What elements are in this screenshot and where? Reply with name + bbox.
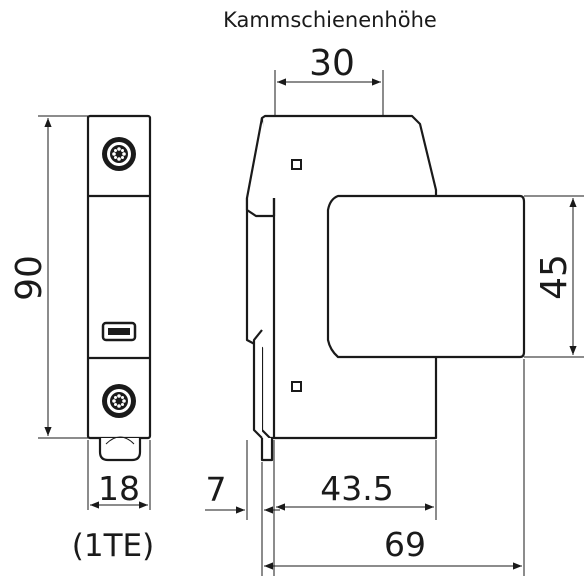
- side-plug-module: [326, 194, 526, 359]
- front-height-dimension: 90: [9, 115, 88, 439]
- front-width-label: 18: [98, 469, 140, 508]
- top-width-dimension: 30: [274, 43, 384, 116]
- rail-clip-tab: [98, 438, 142, 462]
- front-view: [86, 114, 152, 462]
- rail-offset-label: 7: [206, 470, 227, 509]
- total-depth-dimension: 69: [264, 359, 525, 576]
- side-marker-lower: [291, 381, 302, 392]
- header-label: Kammschienenhöhe: [223, 8, 437, 32]
- top-terminal-screw-icon: [102, 137, 136, 171]
- front-width-unit-label: (1TE): [72, 528, 154, 564]
- side-marker-upper: [291, 159, 302, 170]
- module-depth-dimension: 43.5: [273, 440, 437, 576]
- front-width-dimension: 18 (1TE): [72, 440, 154, 564]
- total-height-label: 90: [9, 255, 50, 301]
- bottom-terminal-screw-icon: [102, 384, 136, 418]
- side-view: [245, 114, 526, 462]
- rail-offset-dimension: 7: [205, 440, 280, 576]
- module-height-label: 45: [534, 254, 575, 300]
- module-depth-label: 43.5: [320, 469, 393, 508]
- top-width-label: 30: [309, 43, 355, 84]
- module-height-dimension: 45: [524, 195, 584, 358]
- total-depth-label: 69: [384, 525, 426, 564]
